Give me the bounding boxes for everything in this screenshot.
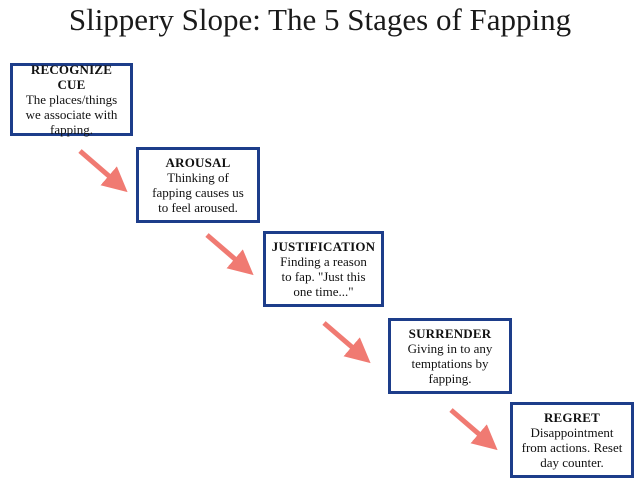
stage-justification: JUSTIFICATION Finding a reason to fap. "… <box>263 231 384 307</box>
arrow-4 <box>449 408 498 451</box>
stage-desc-line: fapping causes us <box>152 185 244 200</box>
stage-desc-line: fapping. <box>50 122 93 137</box>
stage-desc-line: fapping. <box>428 371 472 386</box>
stage-desc-line: Giving in to any <box>407 341 493 356</box>
stage-desc-line: Thinking of <box>167 170 229 185</box>
stage-desc-line: day counter. <box>540 455 604 470</box>
arrow-3 <box>322 321 371 364</box>
arrow-1 <box>78 149 128 193</box>
stage-title: RECOGNIZE CUE <box>30 62 113 92</box>
stage-desc-line: Finding a reason <box>280 254 367 269</box>
arrow-2 <box>205 233 254 276</box>
stage-title: SURRENDER <box>408 326 492 341</box>
stage-surrender: SURRENDER Giving in to any temptations b… <box>388 318 512 394</box>
stage-title: REGRET <box>543 410 601 425</box>
stage-desc-line: we associate with <box>25 107 118 122</box>
stage-recognize-cue: RECOGNIZE CUE The places/things we assoc… <box>10 62 133 137</box>
stage-regret: REGRET Disappointment from actions. Rese… <box>510 402 634 478</box>
stage-desc-line: temptations by <box>411 356 489 371</box>
diagram-title: Slippery Slope: The 5 Stages of Fapping <box>68 2 572 37</box>
stage-title: JUSTIFICATION <box>271 239 376 254</box>
stage-desc-line: The places/things <box>25 92 118 107</box>
stage-desc-line: to fap. "Just this <box>281 269 366 284</box>
stage-title: AROUSAL <box>165 155 231 170</box>
stage-desc-line: to feel aroused. <box>158 200 238 215</box>
stage-desc-line: from actions. Reset <box>521 440 623 455</box>
stage-arousal: AROUSAL Thinking of fapping causes us to… <box>136 147 260 223</box>
stage-desc-line: Disappointment <box>530 425 614 440</box>
stage-desc-line: one time..." <box>293 284 354 299</box>
